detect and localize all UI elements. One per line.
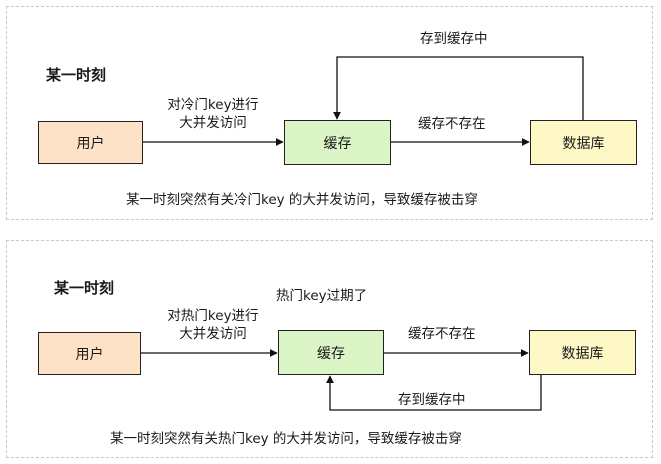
cold-writeback-label: 存到缓存中 bbox=[420, 31, 488, 47]
cold-db-node: 数据库 bbox=[530, 120, 637, 165]
hot-writeback-label: 存到缓存中 bbox=[398, 392, 466, 408]
hot-user-node: 用户 bbox=[38, 332, 141, 375]
hot-request-label: 对热门key进行 大并发访问 bbox=[150, 307, 276, 343]
cold-request-label: 对冷门key进行 大并发访问 bbox=[150, 96, 276, 132]
hot-request-label-line2: 大并发访问 bbox=[179, 326, 247, 342]
hot-db-node: 数据库 bbox=[529, 330, 636, 375]
hot-caption: 某一时刻突然有关热门key 的大并发访问，导致缓存被击穿 bbox=[110, 431, 462, 447]
hot-writeback-arrow bbox=[326, 375, 542, 411]
cold-key-panel bbox=[6, 6, 653, 220]
hot-key-panel bbox=[6, 240, 653, 458]
cold-request-label-line1: 对冷门key进行 bbox=[167, 97, 259, 113]
cold-request-label-line2: 大并发访问 bbox=[179, 115, 247, 131]
hot-miss-label: 缓存不存在 bbox=[408, 326, 476, 342]
hot-expired-label: 热门key过期了 bbox=[276, 288, 368, 304]
cold-cache-node: 缓存 bbox=[284, 120, 391, 165]
cold-writeback-arrow bbox=[333, 56, 584, 120]
cold-caption: 某一时刻突然有关冷门key 的大并发访问，导致缓存被击穿 bbox=[126, 192, 478, 208]
cold-miss-label: 缓存不存在 bbox=[418, 116, 486, 132]
hot-cache-node: 缓存 bbox=[278, 330, 384, 375]
cold-key-heading: 某一时刻 bbox=[46, 66, 107, 84]
hot-key-heading: 某一时刻 bbox=[54, 279, 115, 297]
cold-user-node: 用户 bbox=[38, 121, 143, 164]
hot-request-label-line1: 对热门key进行 bbox=[167, 308, 259, 324]
